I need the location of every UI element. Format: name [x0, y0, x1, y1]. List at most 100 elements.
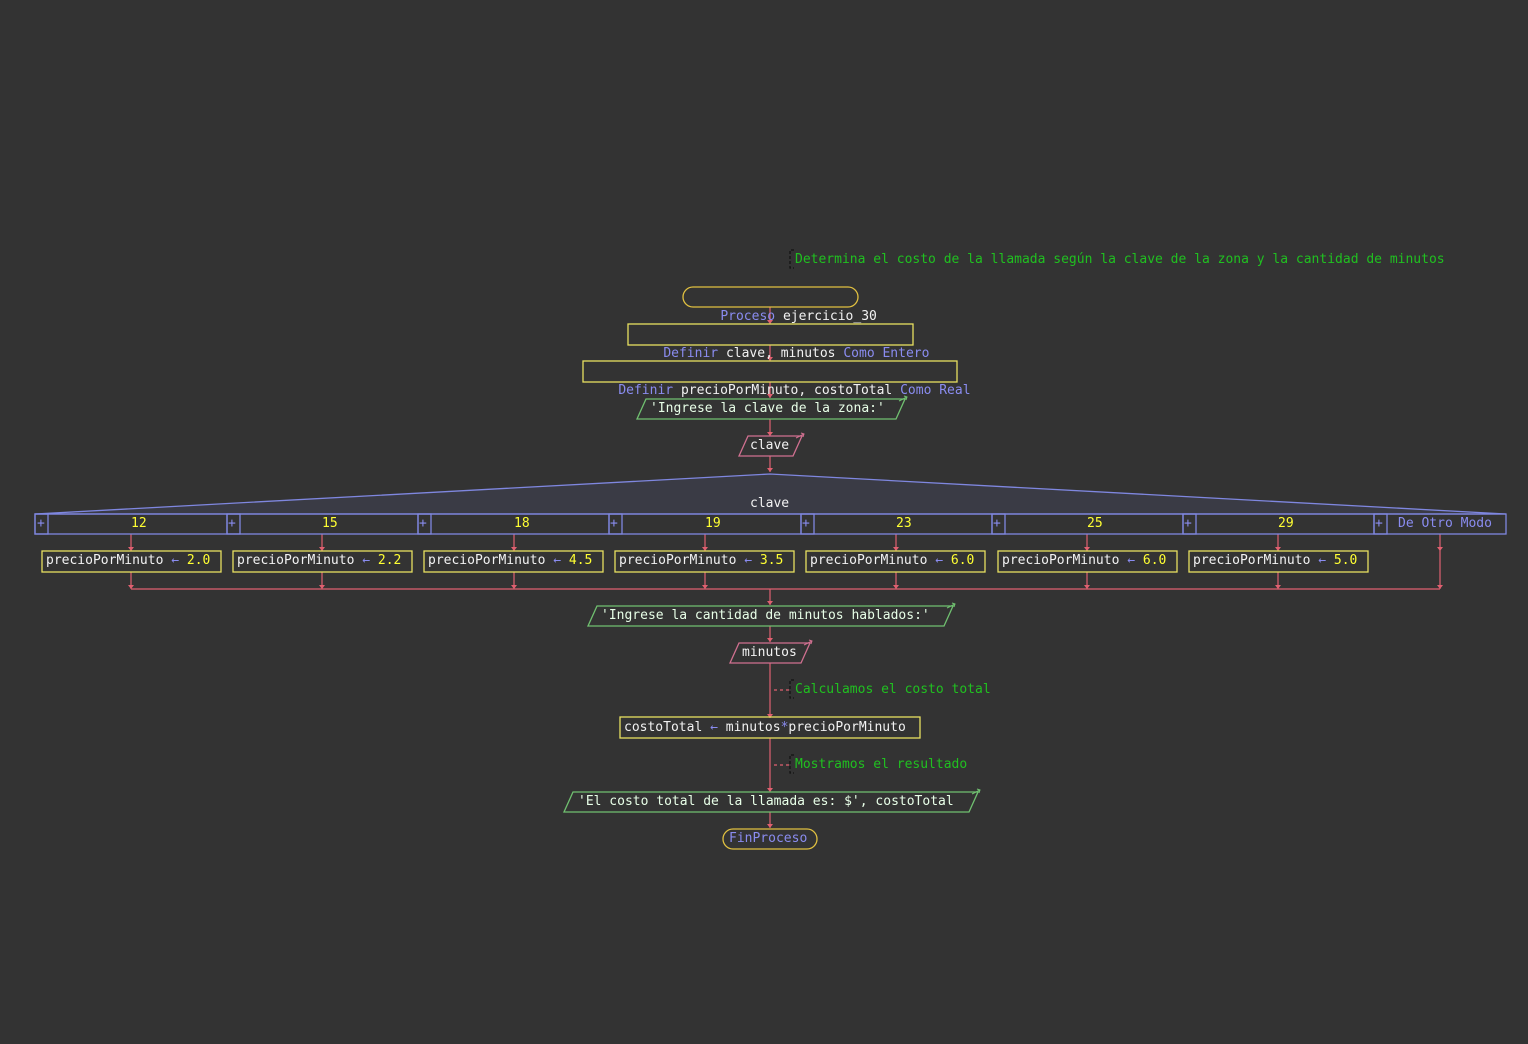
- flow-arrowhead: [1275, 585, 1281, 589]
- flow-arrowhead: [767, 714, 773, 718]
- assign-value: 5.0: [1333, 553, 1358, 568]
- comment-bracket-icon: [789, 679, 794, 699]
- add-case-button[interactable]: +: [610, 516, 618, 531]
- define-statement-1[interactable]: Definir clave, minutos Como Entero: [632, 324, 929, 361]
- case-label-18[interactable]: 18: [514, 516, 530, 531]
- add-case-button[interactable]: +: [1375, 516, 1383, 531]
- define-vars: precioPorMinuto, costoTotal: [680, 383, 893, 398]
- flow-arrowhead: [1084, 547, 1090, 551]
- assign-arrow: ←: [171, 553, 180, 568]
- input-statement-1[interactable]: clave: [750, 438, 790, 453]
- output-2-shape-io-mark: [946, 602, 956, 609]
- define-keyword: Definir: [663, 346, 719, 361]
- input-statement-2[interactable]: minutos: [742, 645, 797, 660]
- case-assignment-12[interactable]: precioPorMinuto ← 2.0: [46, 551, 210, 571]
- comment-description: Determina el costo de la llamada según l…: [795, 252, 1445, 267]
- case-assignment-25[interactable]: precioPorMinuto ← 6.0: [1002, 551, 1166, 571]
- input-1-shape: [737, 435, 804, 457]
- define-type: Como Real: [900, 383, 971, 398]
- define-statement-2[interactable]: Definir precioPorMinuto, costoTotal Como…: [587, 361, 970, 398]
- add-case-button[interactable]: +: [37, 516, 45, 531]
- case-assign-shape: [805, 550, 986, 573]
- case-label-default[interactable]: De Otro Modo: [1398, 516, 1492, 531]
- output-2-shape: [586, 605, 955, 627]
- flow-arrowhead: [128, 547, 134, 551]
- define-keyword: Definir: [618, 383, 674, 398]
- assign-value: 6.0: [1142, 553, 1167, 568]
- case-assignment-19[interactable]: precioPorMinuto ← 3.5: [619, 551, 783, 571]
- case-assignment-15[interactable]: precioPorMinuto ← 2.2: [237, 551, 401, 571]
- assign-var: precioPorMinuto: [619, 553, 737, 568]
- comment-bracket-icon: [789, 249, 794, 269]
- flow-arrowhead: [319, 585, 325, 589]
- assign-arrow: ←: [1318, 553, 1327, 568]
- case-label-29[interactable]: 29: [1278, 516, 1294, 531]
- expr-operator: *: [780, 720, 789, 735]
- flow-arrowhead: [767, 638, 773, 642]
- add-case-button[interactable]: +: [993, 516, 1001, 531]
- add-case-button[interactable]: +: [1184, 516, 1192, 531]
- assign-arrow: ←: [362, 553, 371, 568]
- flow-arrowhead: [1084, 585, 1090, 589]
- flow-arrowhead: [767, 468, 773, 472]
- assign-var: precioPorMinuto: [46, 553, 164, 568]
- output-statement-2[interactable]: 'Ingrese la cantidad de minutos hablados…: [601, 608, 930, 623]
- input-1-shape-io-mark: [795, 432, 805, 439]
- flow-arrowhead: [511, 547, 517, 551]
- output-statement-3[interactable]: 'El costo total de la llamada es: $', co…: [578, 794, 954, 809]
- flow-arrowhead: [767, 824, 773, 828]
- output-statement-1[interactable]: 'Ingrese la clave de la zona:': [650, 401, 885, 416]
- case-label-25[interactable]: 25: [1087, 516, 1103, 531]
- flow-arrowhead: [893, 585, 899, 589]
- case-assign-shape: [41, 550, 222, 573]
- process-start[interactable]: Proceso ejercicio_30: [689, 287, 877, 324]
- case-label-12[interactable]: 12: [131, 516, 147, 531]
- process-end[interactable]: FinProceso: [729, 831, 808, 846]
- assign-total[interactable]: costoTotal ← minutos*precioPorMinuto: [624, 718, 906, 738]
- case-assign-shape: [232, 550, 413, 573]
- flow-arrowhead: [767, 601, 773, 605]
- output-3-shape: [562, 791, 980, 813]
- add-case-button[interactable]: +: [228, 516, 236, 531]
- define-2-shape: [582, 360, 958, 383]
- flow-arrowhead: [511, 585, 517, 589]
- add-case-cell: [34, 513, 49, 535]
- assign-var: precioPorMinuto: [810, 553, 928, 568]
- expr-right: precioPorMinuto: [788, 720, 906, 735]
- case-assignment-29[interactable]: precioPorMinuto ← 5.0: [1193, 551, 1357, 571]
- process-end-shape: [722, 828, 818, 850]
- assign-arrow: ←: [935, 553, 944, 568]
- case-assign-shape: [997, 550, 1178, 573]
- assign-arrow: ←: [553, 553, 562, 568]
- assign-value: 6.0: [950, 553, 975, 568]
- switch-variable: clave: [750, 496, 790, 511]
- flow-arrowhead: [128, 585, 134, 589]
- process-keyword: Proceso: [720, 309, 776, 324]
- expr-left: minutos: [725, 720, 781, 735]
- flow-arrowhead: [702, 547, 708, 551]
- case-assign-shape: [614, 550, 795, 573]
- assign-value: 3.5: [759, 553, 784, 568]
- case-assignment-23[interactable]: precioPorMinuto ← 6.0: [810, 551, 974, 571]
- flow-arrowhead: [1275, 547, 1281, 551]
- assign-arrow: ←: [744, 553, 753, 568]
- assign-var: precioPorMinuto: [1193, 553, 1311, 568]
- flow-arrowhead: [767, 357, 773, 361]
- case-assignment-18[interactable]: precioPorMinuto ← 4.5: [428, 551, 592, 571]
- add-case-button[interactable]: +: [802, 516, 810, 531]
- flow-arrowhead: [702, 585, 708, 589]
- process-name: ejercicio_30: [782, 309, 877, 324]
- flow-arrowhead: [767, 788, 773, 792]
- case-label-19[interactable]: 19: [705, 516, 721, 531]
- define-1-shape: [627, 323, 914, 346]
- add-case-button[interactable]: +: [419, 516, 427, 531]
- case-assign-shape: [423, 550, 604, 573]
- case-label-15[interactable]: 15: [322, 516, 338, 531]
- case-label-23[interactable]: 23: [896, 516, 912, 531]
- define-type: Como Entero: [843, 346, 930, 361]
- comment-bracket-icon: [789, 754, 794, 774]
- flow-arrowhead: [767, 320, 773, 324]
- assign-value: 2.0: [186, 553, 211, 568]
- output-1-shape-io-mark: [898, 395, 908, 402]
